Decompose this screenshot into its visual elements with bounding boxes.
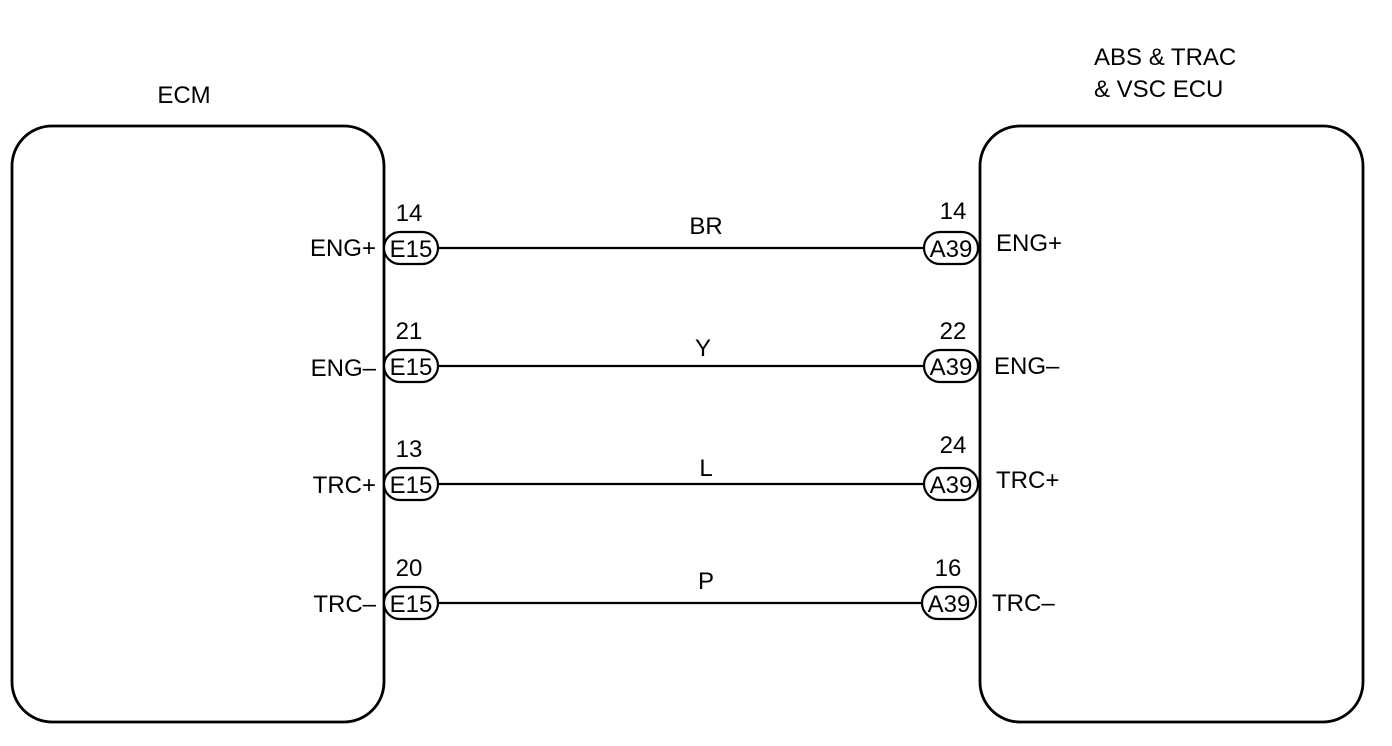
ecm-connector-e15 xyxy=(382,348,440,384)
ecm-connector-label: E15 xyxy=(390,472,433,499)
ecm-connector-label: E15 xyxy=(390,236,433,263)
ecu-connector-label: A39 xyxy=(930,472,973,499)
ecu-connector-a39 xyxy=(922,348,980,384)
ecm-signal-label: TRC+ xyxy=(313,472,376,499)
wire-color-code: Y xyxy=(695,335,711,362)
ecm-connector-label: E15 xyxy=(390,591,433,618)
ecm-connector-e15 xyxy=(382,230,440,266)
ecu-pin-number: 22 xyxy=(940,318,967,345)
wire-color-code: P xyxy=(698,568,714,595)
ecm-pin-number: 14 xyxy=(396,200,423,227)
ecm-pin-number: 21 xyxy=(396,318,423,345)
wire-color-code: L xyxy=(699,455,712,482)
ecu-signal-label: TRC+ xyxy=(996,467,1059,494)
ecu-signal-label: ENG– xyxy=(994,353,1060,380)
ecu-signal-label: ENG+ xyxy=(996,230,1062,257)
ecm-signal-label: ENG+ xyxy=(310,235,376,262)
ecm-title: ECM xyxy=(157,82,210,109)
ecu-connector-a39 xyxy=(922,230,980,266)
ecm-signal-label: ENG– xyxy=(311,355,377,382)
ecu-pin-number: 14 xyxy=(940,198,967,225)
ecm-pin-number: 13 xyxy=(396,436,423,463)
ecm-pin-number: 20 xyxy=(396,555,423,582)
ecm-connector-e15 xyxy=(382,585,440,621)
wire-row-trc-plus: E15 13 TRC+ L A39 24 TRC+ xyxy=(313,432,1059,502)
wire-row-eng-plus: E15 14 ENG+ BR A39 14 ENG+ xyxy=(310,198,1062,266)
ecm-connector-label: E15 xyxy=(390,354,433,381)
ecu-box xyxy=(978,124,1365,724)
ecu-signal-label: TRC– xyxy=(992,590,1055,617)
ecu-connector-label: A39 xyxy=(928,591,971,618)
ecu-title-line1: ABS & TRAC xyxy=(1094,44,1236,71)
ecm-connector-e15 xyxy=(382,466,440,502)
ecu-title-line2: & VSC ECU xyxy=(1094,76,1223,103)
ecu-pin-number: 16 xyxy=(935,555,962,582)
ecu-pin-number: 24 xyxy=(940,432,967,459)
wire-color-code: BR xyxy=(689,213,722,240)
ecu-connector-label: A39 xyxy=(930,236,973,263)
ecu-connector-label: A39 xyxy=(930,354,973,381)
ecm-signal-label: TRC– xyxy=(313,591,376,618)
wire-row-eng-minus: E15 21 ENG– Y A39 22 ENG– xyxy=(311,318,1060,384)
ecu-connector-a39 xyxy=(920,585,978,621)
ecu-connector-a39 xyxy=(922,466,980,502)
ecm-box xyxy=(10,124,386,724)
wire-row-trc-minus: E15 20 TRC– P A39 16 TRC– xyxy=(313,555,1055,621)
